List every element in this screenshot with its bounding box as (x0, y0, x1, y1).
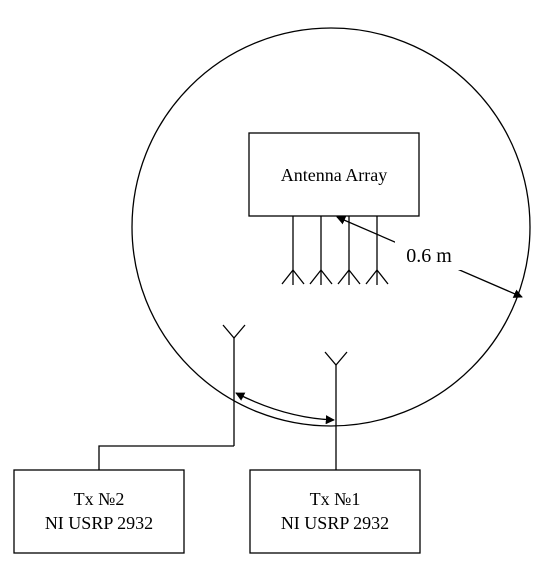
tx2-line1: Tx №2 (74, 489, 125, 509)
tx1-box: Tx №1 NI USRP 2932 (249, 469, 421, 554)
tx1-antenna (324, 351, 348, 470)
tx1-line2: NI USRP 2932 (281, 513, 389, 533)
array-antenna-elements (281, 216, 389, 285)
tx1-line1: Tx №1 (310, 489, 361, 509)
tx2-antenna (98, 324, 246, 470)
antenna-array-label: Antenna Array (281, 165, 387, 185)
coverage-circle (131, 27, 531, 427)
antenna-array-box: Antenna Array (248, 132, 420, 217)
array-antenna-icon (309, 216, 333, 285)
array-antenna-icon (365, 216, 389, 285)
transmitter-separation-arrow (235, 392, 335, 425)
radius-label: 0.6 m (406, 245, 452, 267)
tx2-line2: NI USRP 2932 (45, 513, 153, 533)
tx2-box: Tx №2 NI USRP 2932 (13, 469, 185, 554)
array-antenna-icon (281, 216, 305, 285)
array-antenna-icon (337, 216, 361, 285)
